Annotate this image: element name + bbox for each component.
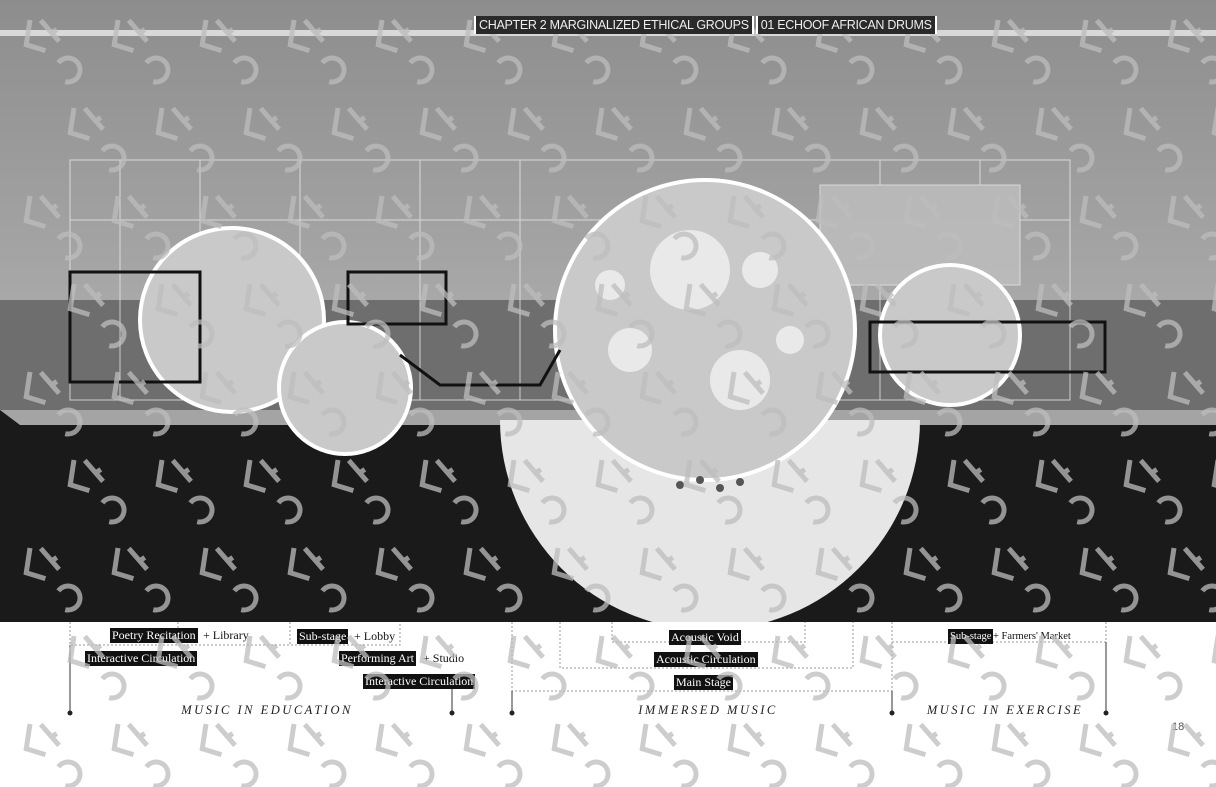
section-title-education: MUSIC IN EDUCATION [181, 703, 353, 717]
section-title-exercise: MUSIC IN EXERCISE [926, 703, 1084, 717]
label-library: + Library [203, 628, 249, 642]
architectural-section-drawing [0, 0, 1216, 622]
label-lobby: + Lobby [354, 629, 396, 643]
project-title: 01 ECHOOF AFRICAN DRUMS [755, 16, 937, 34]
page-header: CHAPTER 2 MARGINALIZED ETHICAL GROUPS 01… [474, 16, 937, 34]
page-number: 18 [1172, 721, 1185, 733]
label-interactive-circulation: Interactive Circulation [85, 651, 198, 666]
label-sub-stage-market: Sub-stage [948, 629, 994, 644]
label-performing-art: Performing Art [339, 651, 416, 666]
label-acoustic-circulation: Acoustic Circulation [654, 652, 758, 667]
label-farmers-market: + Farmers' Market [993, 631, 1071, 642]
label-main-stage: Main Stage [674, 675, 733, 690]
label-acoustic-void: Acoustic Void [669, 630, 741, 645]
label-poetry-recitation: Poetry Recitation [110, 628, 198, 643]
section-title-immersed: IMMERSED MUSIC [638, 703, 778, 717]
label-sub-stage-lobby: Sub-stage [297, 629, 349, 644]
label-interactive-circulation-2: Interactive Circulation [363, 674, 476, 689]
chapter-title: CHAPTER 2 MARGINALIZED ETHICAL GROUPS [474, 16, 754, 34]
label-studio: + Studio [423, 651, 465, 665]
